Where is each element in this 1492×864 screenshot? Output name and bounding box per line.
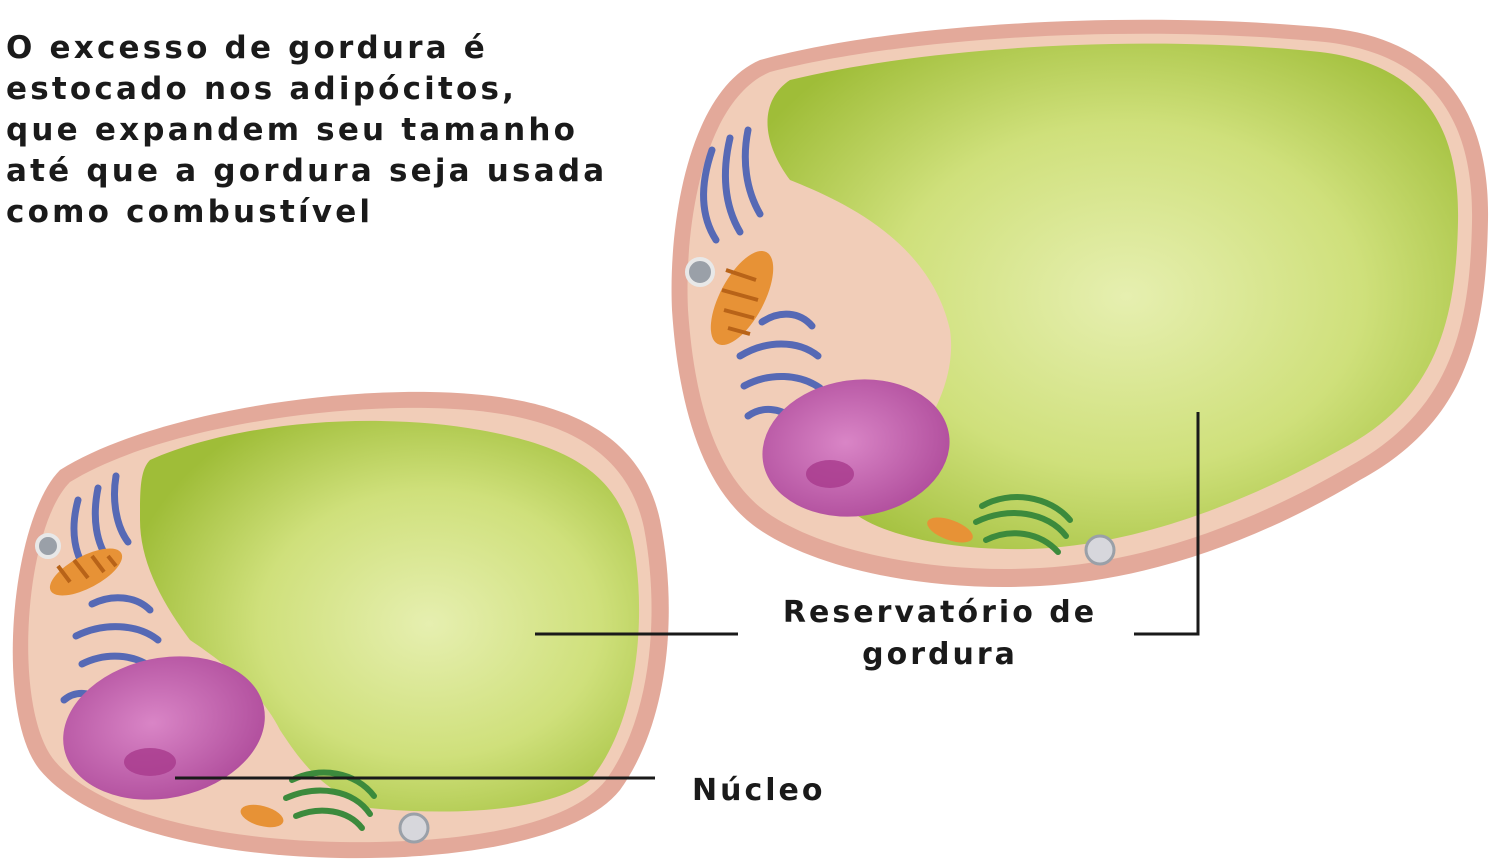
caption-line: que expandem seu tamanho [6, 110, 686, 151]
nucleus-label: Núcleo [692, 770, 872, 812]
large-nucleolus [806, 460, 854, 488]
large-adipocyte [672, 20, 1489, 587]
caption-line: até que a gordura seja usada [6, 151, 686, 192]
small-nucleolus [124, 748, 176, 776]
large-vesicle-small [1086, 536, 1114, 564]
nucleus-label-text: Núcleo [692, 770, 872, 812]
small-vesicle [37, 535, 59, 557]
caption-text: O excesso de gordura é estocado nos adip… [6, 28, 686, 233]
caption-line: estocado nos adipócitos, [6, 69, 686, 110]
caption-line: como combustível [6, 192, 686, 233]
large-vesicle [687, 259, 713, 285]
small-adipocyte [13, 392, 669, 858]
fat-reservoir-label-line2: gordura [740, 634, 1140, 676]
small-vesicle-small [400, 814, 428, 842]
fat-reservoir-label-line1: Reservatório de [740, 592, 1140, 634]
caption-line: O excesso de gordura é [6, 28, 686, 69]
fat-reservoir-label: Reservatório de gordura [740, 592, 1140, 676]
